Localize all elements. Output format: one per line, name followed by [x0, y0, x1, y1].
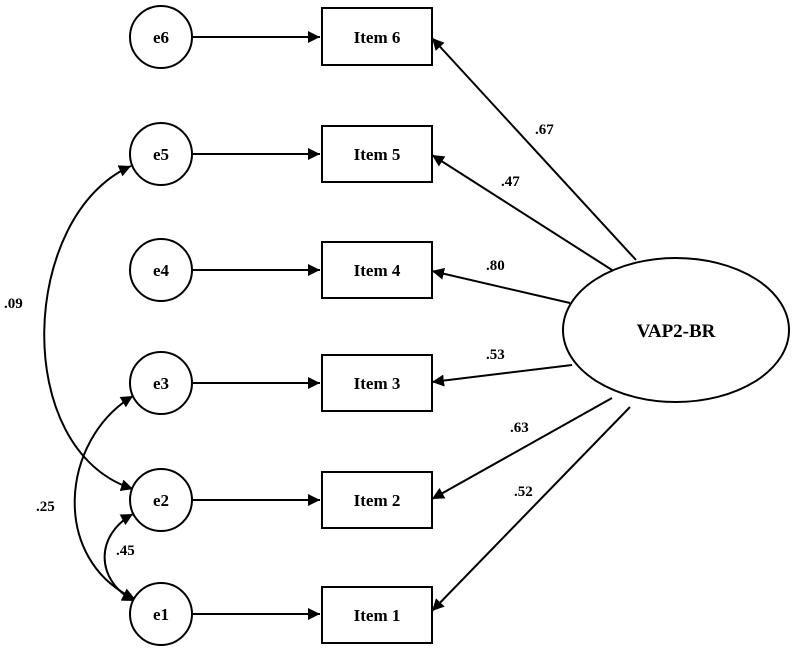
error-node-e6: e6 — [129, 5, 193, 69]
error-label-e4: e4 — [153, 261, 170, 280]
covariance-value-e5-e2: .09 — [4, 296, 23, 312]
loading-value-item4: .80 — [486, 258, 505, 274]
error-label-e1: e1 — [153, 605, 169, 624]
item-label-1: Item 1 — [354, 606, 401, 625]
item-label-5: Item 5 — [354, 145, 401, 164]
item-box-5: Item 5 — [321, 125, 433, 183]
covariance-value-e1-e2: .45 — [116, 543, 135, 559]
error-node-e2: e2 — [129, 468, 193, 532]
loading-arrow-item4 — [431, 267, 571, 304]
covariance-e1-e3 — [73, 395, 136, 600]
error-node-e4: e4 — [129, 238, 193, 302]
item-label-3: Item 3 — [354, 374, 401, 393]
error-label-e5: e5 — [153, 145, 169, 164]
error-label-e6: e6 — [153, 28, 169, 47]
loading-value-item6: .67 — [535, 122, 554, 138]
error-label-e2: e2 — [153, 491, 169, 510]
item-box-1: Item 1 — [321, 586, 433, 644]
item-label-2: Item 2 — [354, 491, 401, 510]
latent-label: VAP2-BR — [637, 321, 716, 342]
covariance-e5-e2 — [43, 165, 134, 492]
loading-arrow-item3 — [431, 364, 573, 387]
item-box-4: Item 4 — [321, 241, 433, 299]
latent-node: VAP2-BR — [562, 257, 790, 403]
loading-value-item5: .47 — [501, 174, 520, 190]
error-node-e1: e1 — [129, 582, 193, 646]
error-label-e3: e3 — [153, 374, 169, 393]
covariance-value-e1-e3: .25 — [36, 499, 55, 515]
loading-arrow-item6 — [431, 37, 637, 261]
loading-value-item2: .63 — [510, 420, 529, 436]
item-box-2: Item 2 — [321, 471, 433, 529]
item-box-3: Item 3 — [321, 354, 433, 412]
loading-arrow-item2 — [431, 397, 613, 500]
item-label-6: Item 6 — [354, 28, 401, 47]
loading-value-item3: .53 — [486, 347, 505, 363]
loading-arrow-item5 — [431, 154, 613, 271]
error-node-e3: e3 — [129, 351, 193, 415]
covariance-e1-e2 — [103, 513, 135, 602]
error-node-e5: e5 — [129, 122, 193, 186]
item-box-6: Item 6 — [321, 7, 433, 66]
loading-value-item1: .52 — [514, 484, 533, 500]
loading-arrow-item1 — [431, 406, 631, 612]
item-label-4: Item 4 — [354, 261, 401, 280]
